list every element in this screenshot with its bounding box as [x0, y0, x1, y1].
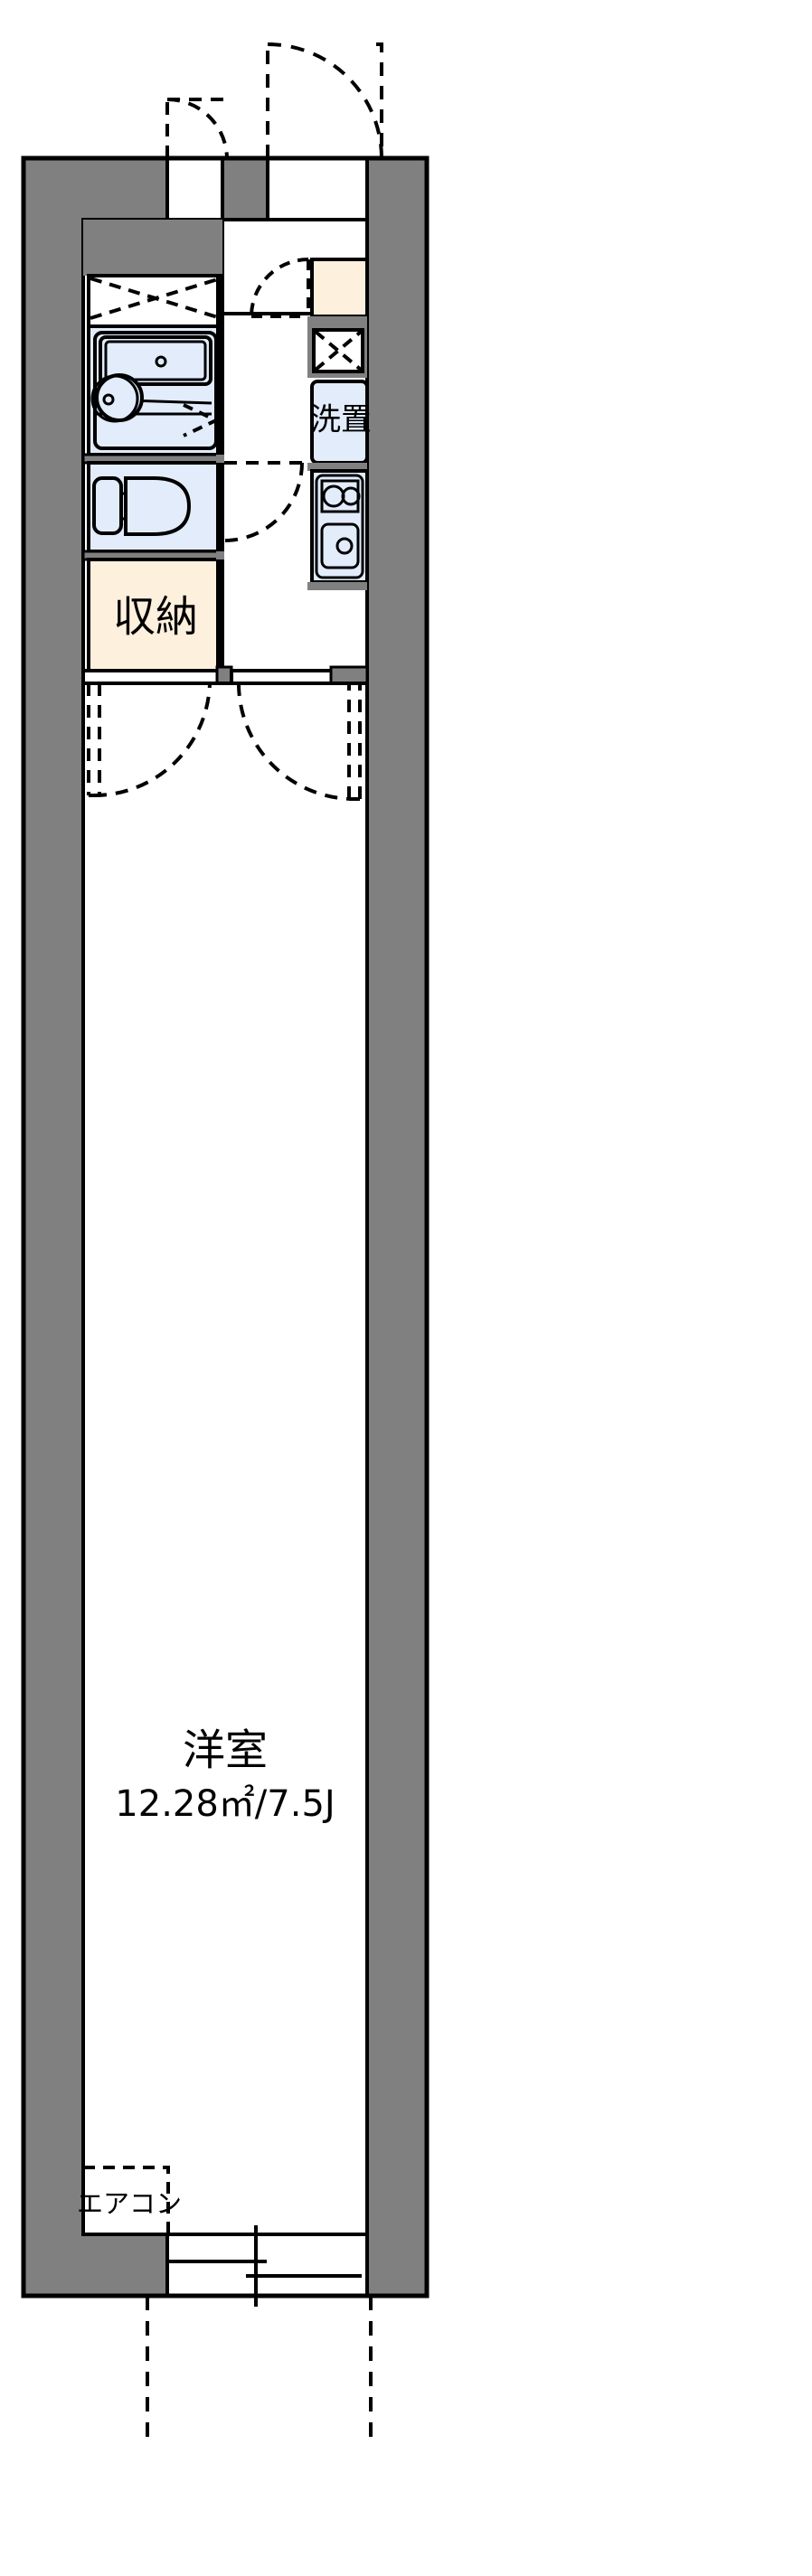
closet-label: 収納 [110, 591, 195, 641]
main-room-label: 洋室 [183, 1726, 268, 1776]
washer-label: 洗置 [326, 391, 392, 428]
overhead-cabinet [309, 315, 407, 371]
bath-column-partition [217, 220, 224, 681]
toilet-fixture [90, 475, 189, 535]
aircon-label: エアコン [72, 2187, 181, 2219]
washer-space: 洗置 [313, 367, 405, 452]
main-room: 洋室 12.28㎡/7.5J [81, 683, 369, 2234]
kitchen-unit [315, 461, 405, 584]
entrance-threshold [284, 156, 369, 221]
bathtub [94, 285, 212, 355]
shoe-box [311, 265, 369, 314]
main-room-area: 12.28㎡/7.5J [115, 1781, 335, 1822]
closet-room: 収納 [81, 557, 224, 676]
